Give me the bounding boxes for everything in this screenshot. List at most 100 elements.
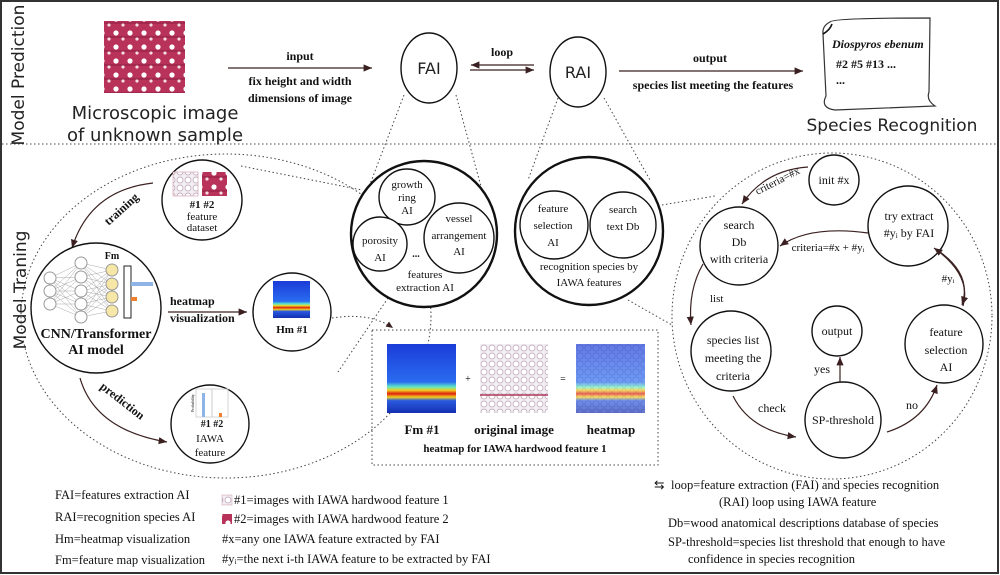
dataset-image-1 <box>172 171 199 197</box>
porosity-label-1: porosity <box>362 235 399 247</box>
model-label-2: AI model <box>68 343 124 358</box>
try-to-fsel-arrow <box>939 251 969 306</box>
legend-loop-2: (RAI) loop using IAWA feature <box>719 495 877 509</box>
legend-sp-1: SP-threshold=species list threshold that… <box>668 535 946 549</box>
rai-fsel-label-3: AI <box>547 237 559 249</box>
dataset-image-2 <box>202 172 227 196</box>
nn-node <box>105 263 119 277</box>
sp-to-fsel-arrow <box>886 384 938 433</box>
model-label-1: CNN/Transformer <box>41 327 152 342</box>
fm-bar <box>123 265 132 319</box>
legend-loop-1: loop=feature extraction (FAI) and specie… <box>671 478 940 492</box>
growth-label-1: growth <box>391 179 423 191</box>
neural-network-icon <box>43 256 119 324</box>
growth-label-3: AI <box>401 205 413 217</box>
nn-node <box>74 297 88 311</box>
section-label-prediction: Model Prediction <box>9 5 29 146</box>
nn-edge <box>49 262 82 292</box>
list-label: list <box>710 293 723 305</box>
nn-node <box>105 290 119 304</box>
fm-label: Fm <box>105 251 120 262</box>
nn-edge <box>49 262 82 305</box>
init-node <box>808 154 860 206</box>
microscopic-image <box>104 21 185 93</box>
input-caption-1: Microscopic image <box>72 103 239 124</box>
training-arrow <box>71 182 154 249</box>
growth-label-2: ring <box>398 192 416 204</box>
porosity-ai-node <box>352 216 408 272</box>
yes-label: yes <box>814 362 830 376</box>
legend-sp-2: confidence in species recognition <box>688 552 856 566</box>
rai-search-label-2: text Db <box>607 221 640 233</box>
iawa-feature-node <box>170 384 250 464</box>
nn-edge <box>49 276 82 305</box>
legend-image-1-icon <box>221 494 233 506</box>
hm-label: Hm #1 <box>276 324 307 336</box>
legend-fm: Fm=feature map visualization <box>55 553 206 567</box>
vessel-arrangement-ai-node <box>423 202 495 274</box>
heatmap-box-caption: heatmap for IAWA hardwood feature 1 <box>423 443 606 455</box>
feature-selection-node <box>904 304 984 384</box>
fm-heatmap-image <box>387 344 456 413</box>
hm-image <box>273 281 310 318</box>
porosity-label-2: AI <box>374 252 386 264</box>
iawa-bar-2 <box>219 413 222 417</box>
input-note-2: dimensions of image <box>248 91 353 105</box>
iawa-bar-1 <box>202 393 205 417</box>
plus-sign: + <box>465 374 471 385</box>
output-note: species list meeting the features <box>633 78 794 92</box>
search-text-db-node <box>589 191 657 259</box>
search-label-2: Db <box>732 235 747 249</box>
heatmap-box <box>371 329 659 466</box>
output-node-label: output <box>822 324 853 338</box>
dataset-ids: #1 #2 <box>190 199 215 211</box>
rai-search-label-1: search <box>609 204 638 216</box>
output-label: output <box>693 51 727 65</box>
try-label-1: try extract <box>885 209 935 223</box>
nn-node <box>74 256 88 270</box>
output-node <box>811 305 863 357</box>
search-label-1: search <box>724 218 755 232</box>
vessel-label-1: vessel <box>446 213 473 225</box>
scroll-ids: #2 #5 #13 ... <box>836 57 896 71</box>
original-caption: original image <box>474 422 554 437</box>
init-label: init #x <box>818 173 849 187</box>
result-title: Species Recognition <box>807 116 978 136</box>
section-label-training: Model Traning <box>11 231 31 350</box>
iawa-label-2: feature <box>195 447 226 459</box>
nn-node <box>74 270 88 284</box>
species-scroll <box>822 17 937 111</box>
species-label-1: species list <box>707 333 760 347</box>
no-label: no <box>906 398 918 412</box>
nn-edge <box>80 283 113 318</box>
equals-sign: = <box>560 374 566 385</box>
original-image <box>480 344 548 413</box>
try-extract-node <box>867 185 949 267</box>
hm-to-heatmap-connector <box>331 315 394 329</box>
fai-ellipsis: ... <box>412 249 420 260</box>
nn-edge <box>80 262 113 298</box>
search-to-list-arrow <box>686 263 704 326</box>
sp-threshold-node <box>804 381 882 459</box>
nn-node <box>74 310 88 324</box>
heatmap-caption: heatmap <box>587 422 635 437</box>
list-to-sp-arrow <box>732 395 797 440</box>
species-label-2: meeting the <box>705 351 761 365</box>
rai-title-2: IAWA features <box>557 277 622 289</box>
fai-node <box>400 32 458 104</box>
nn-node <box>43 284 57 298</box>
nn-node <box>105 277 119 291</box>
check-label: check <box>758 401 786 415</box>
dataset-label-2: dataset <box>187 222 218 234</box>
prediction-arrow <box>79 377 168 445</box>
loop-icon: ⇆ <box>654 478 665 492</box>
sp-label: SP-threshold <box>812 413 874 427</box>
legend-rai: RAI=recognition species AI <box>55 510 195 524</box>
input-note-1: fix height and width <box>248 74 351 88</box>
nn-node <box>43 271 57 285</box>
nn-node <box>74 284 88 298</box>
fsel-label-1: feature <box>929 325 962 339</box>
species-label-3: criteria <box>716 369 751 383</box>
